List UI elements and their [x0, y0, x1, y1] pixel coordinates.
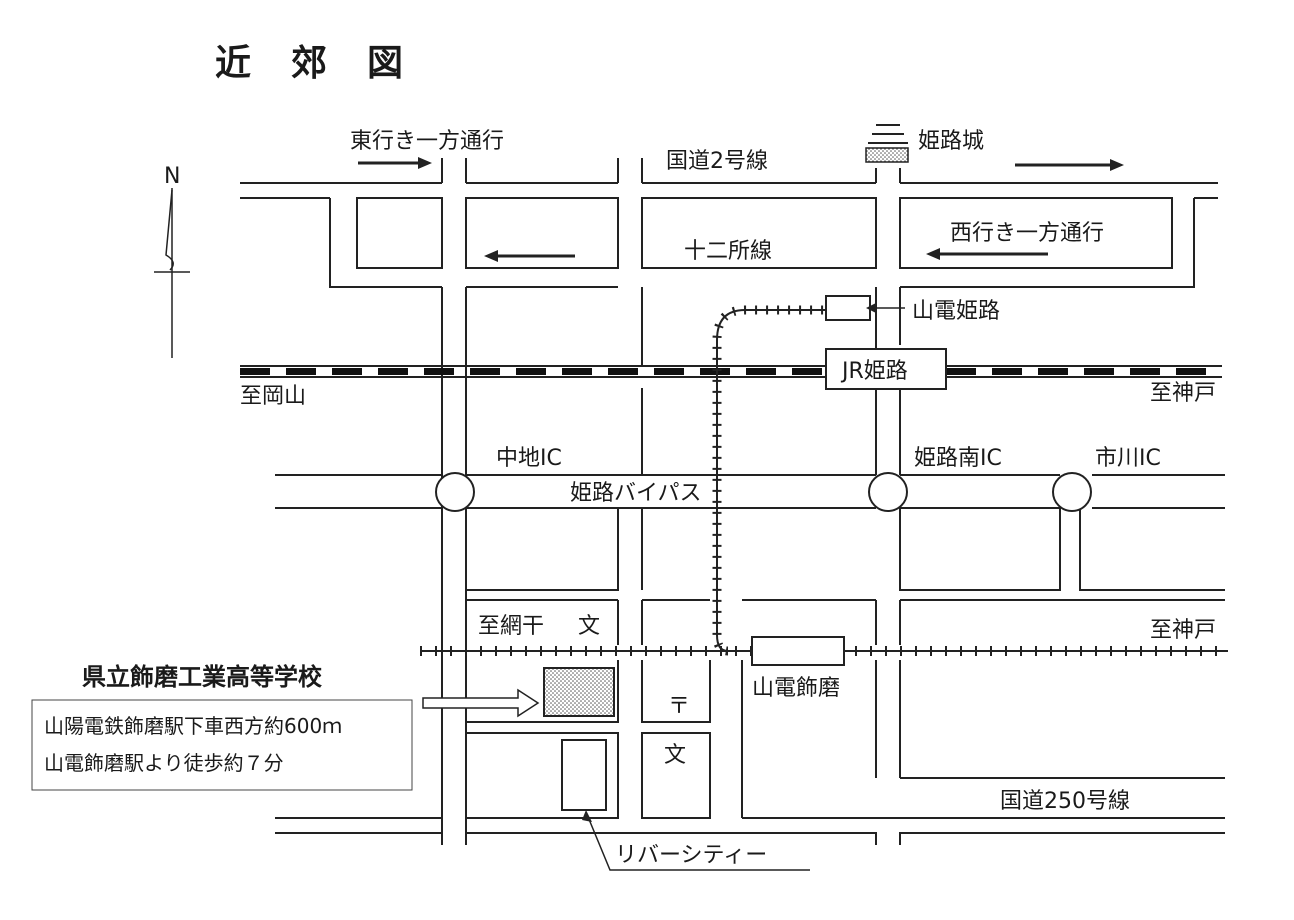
post-office-symbol: 〒 — [668, 694, 690, 719]
school-symbol: 文 — [664, 743, 686, 768]
sanyo-branch-line — [712, 305, 826, 656]
school-pointer-arrow-icon — [422, 688, 540, 718]
sanden-shikama-label: 山電飾磨 — [752, 676, 840, 701]
city-block — [641, 197, 877, 269]
oneway-east-label: 東行き一方通行 — [350, 129, 504, 154]
city-block — [356, 197, 443, 269]
castle-icon — [865, 124, 909, 163]
to-aboshi-label: 至網干 — [478, 614, 544, 639]
north-arrow-icon — [154, 188, 190, 358]
national-250-label: 国道250号線 — [1000, 789, 1130, 814]
road-himeji-bypass — [275, 474, 1225, 509]
nakachi-ic-label: 中地IC — [496, 446, 562, 471]
national-2-label: 国道2号線 — [666, 149, 768, 174]
river-city-building — [561, 739, 607, 811]
river-city-label: リバーシティー — [615, 843, 767, 868]
city-block — [641, 732, 711, 819]
sanden-himeji-label: 山電姫路 — [912, 299, 1000, 324]
to-kobe-jr-label: 至神戸 — [1150, 381, 1216, 406]
himeji-minami-ic-label: 姫路南IC — [914, 446, 1002, 471]
arrow-left-icon — [926, 248, 1048, 260]
himeji-castle-label: 姫路城 — [918, 129, 984, 154]
to-kobe-sanyo-label: 至神戸 — [1150, 618, 1216, 643]
sanden-himeji-station — [825, 295, 871, 321]
north-label: N — [164, 164, 180, 189]
ichikawa-ic-label: 市川IC — [1095, 446, 1161, 471]
access-info-box — [31, 699, 413, 791]
to-okayama-label: 至岡山 — [240, 384, 306, 409]
school-building — [543, 667, 615, 717]
river-city-pointer — [585, 811, 810, 871]
city-block — [899, 197, 1173, 269]
himeji-minami-ic-roundabout — [868, 472, 908, 512]
jr-himeji-station — [825, 348, 947, 390]
oneway-west-label: 西行き一方通行 — [950, 221, 1104, 246]
access-info-line2: 山電飾磨駅より徒歩約７分 — [44, 751, 284, 775]
school-name: 県立飾磨工業高等学校 — [82, 663, 323, 691]
sanden-shikama-station — [751, 636, 845, 666]
juunisho-label: 十二所線 — [684, 239, 772, 264]
nakachi-ic-roundabout — [435, 472, 475, 512]
access-info-line1: 山陽電鉄飾磨駅下車西方約600ｍ — [44, 714, 342, 738]
arrow-left-icon — [484, 250, 575, 262]
school-symbol: 文 — [578, 614, 600, 639]
jr-himeji-label: JR姫路 — [840, 359, 908, 384]
arrow-right-icon — [1015, 159, 1124, 171]
road-national-2 — [240, 158, 1218, 184]
jr-railway-line — [240, 365, 1222, 378]
bypass-label: 姫路バイパス — [570, 481, 702, 506]
ichikawa-ic-roundabout — [1052, 472, 1092, 512]
map-title: 近 郊 図 — [215, 43, 405, 84]
arrow-right-icon — [358, 157, 432, 169]
